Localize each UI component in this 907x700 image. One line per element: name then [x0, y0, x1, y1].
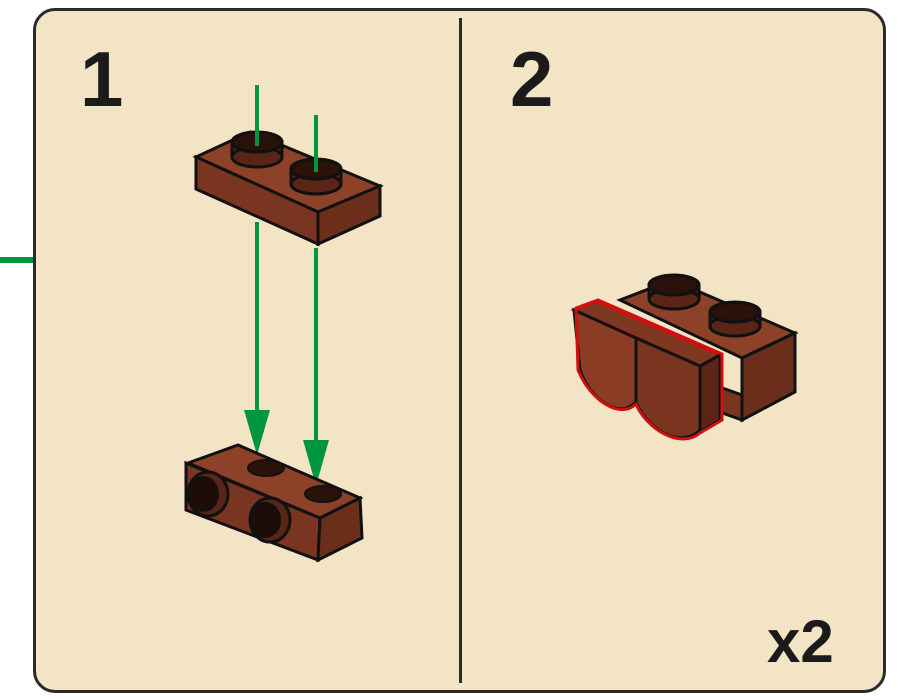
down-arrow-icon — [303, 248, 329, 486]
side-stud — [186, 470, 230, 518]
down-arrow-icon — [244, 222, 270, 455]
attached-plate — [570, 298, 724, 441]
plate-stud — [708, 300, 762, 338]
quantity-multiplier: x2 — [767, 608, 834, 675]
step-2-number: 2 — [510, 35, 553, 123]
assembly-guide-lines — [255, 85, 318, 172]
side-stud — [248, 496, 292, 544]
step-divider — [459, 18, 462, 683]
bracket-brick — [183, 443, 364, 563]
assembled-part — [570, 273, 799, 441]
plate-1x2-brick — [192, 130, 384, 247]
callout-connector-line — [0, 257, 35, 263]
step-1-number: 1 — [80, 35, 123, 123]
plate-stud — [647, 273, 701, 311]
